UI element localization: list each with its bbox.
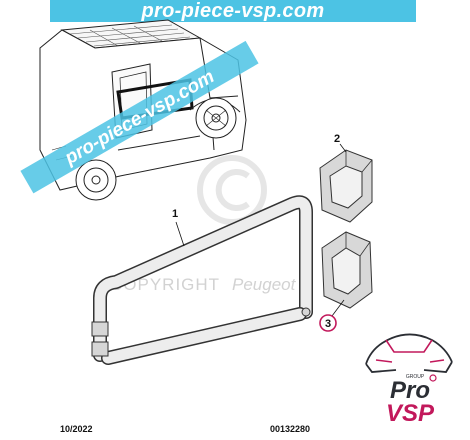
footer-date: 10/2022 — [60, 424, 93, 434]
watermark-banner: pro-piece-vsp.com — [50, 0, 416, 22]
callout-3-label: 3 — [325, 318, 331, 330]
part-3-lower-bracket — [321, 231, 373, 309]
callout-1-label: 1 — [172, 208, 178, 220]
copyright-brand: Peugeot — [232, 275, 297, 294]
callout-2-leader — [339, 143, 347, 153]
provsp-logo: GROUP Pro VSP — [365, 333, 453, 427]
copyright-watermark — [197, 155, 267, 225]
callout-1-leader — [175, 221, 185, 247]
part-1-door-frame — [91, 195, 313, 365]
logo-group-text: GROUP — [406, 374, 425, 380]
logo-line1: Pro — [390, 377, 430, 404]
watermark-banner-text: pro-piece-vsp.com — [141, 0, 325, 22]
footer-reference: 00132280 — [270, 424, 311, 434]
callout-3-highlight-ring — [319, 314, 337, 332]
callout-2-label: 2 — [334, 133, 340, 145]
callout-3-leader — [331, 299, 345, 317]
part-2-upper-bracket — [319, 149, 373, 223]
logo-line2: VSP — [386, 400, 435, 427]
